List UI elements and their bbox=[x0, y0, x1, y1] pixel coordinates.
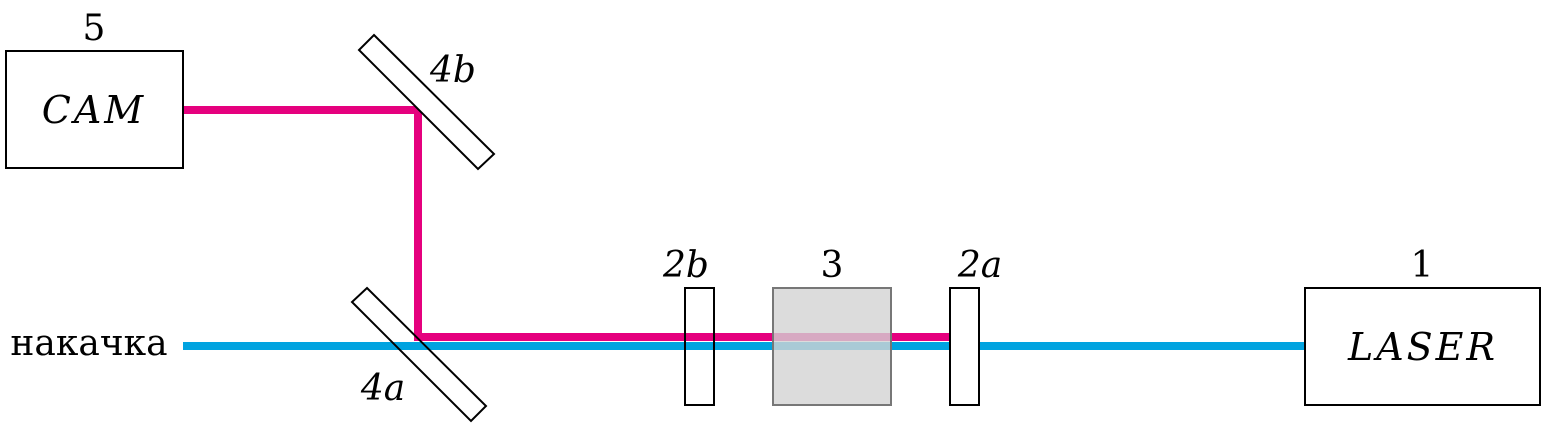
plate-2b bbox=[684, 287, 715, 406]
mirror-4b-label: 4b bbox=[429, 50, 476, 91]
camera-number: 5 bbox=[83, 8, 106, 49]
sample-3-label: 3 bbox=[821, 245, 844, 286]
camera-label: CAM bbox=[42, 88, 146, 132]
laser-box bbox=[1304, 287, 1541, 406]
laser-number: 1 bbox=[1411, 245, 1434, 286]
laser-label: LASER bbox=[1347, 325, 1498, 369]
sample-3 bbox=[772, 287, 892, 406]
mirror-4a-label: 4a bbox=[360, 368, 405, 409]
camera-box bbox=[5, 50, 184, 169]
plate-2a-label: 2a bbox=[957, 245, 1002, 286]
mirror-4a bbox=[350, 286, 488, 423]
plate-2b-label: 2b bbox=[662, 245, 709, 286]
plate-2a bbox=[949, 287, 980, 406]
mirror-4b bbox=[357, 33, 496, 171]
pump-label: накачка bbox=[10, 323, 167, 364]
